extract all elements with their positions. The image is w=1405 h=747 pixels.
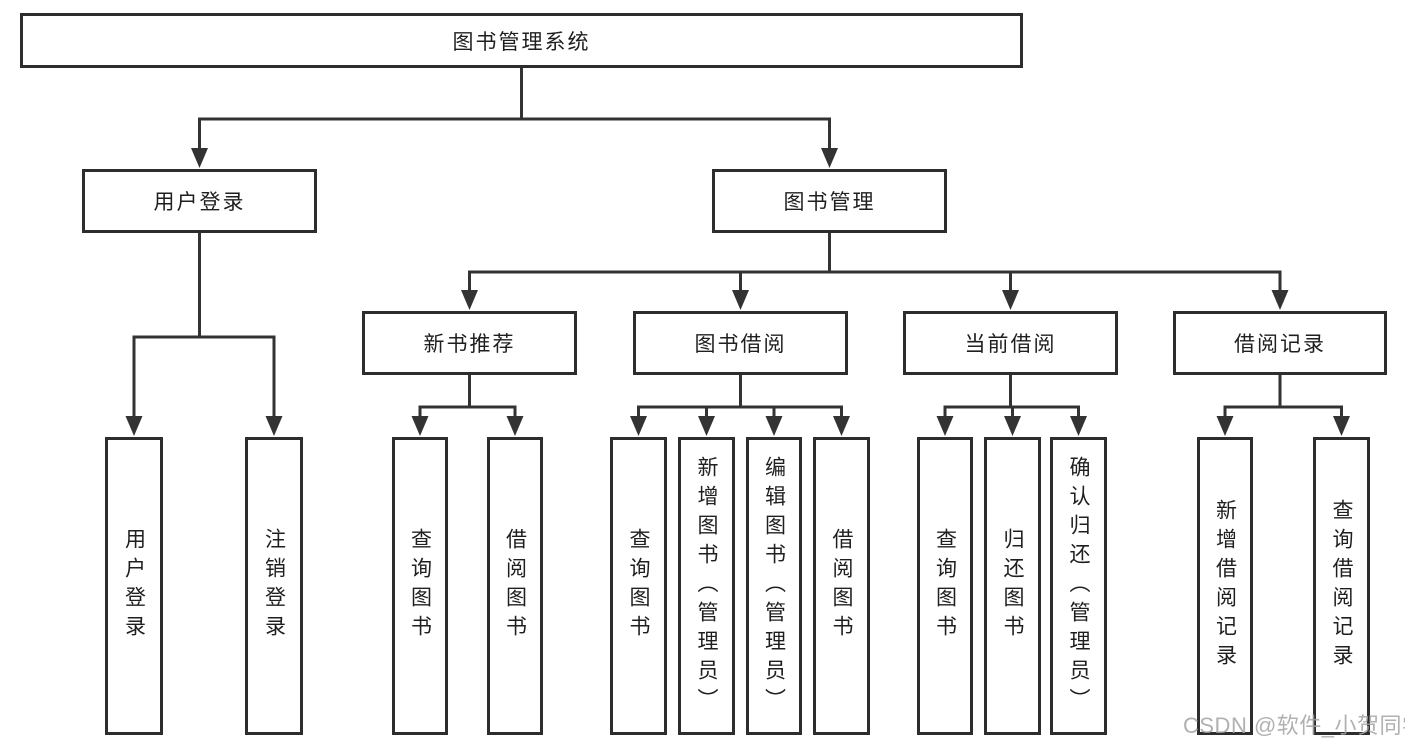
node-label: 新书推荐 [423,333,516,356]
connector-line [637,371,843,421]
leaf-add-books-admin: 新增图书（管理员） [678,437,735,735]
node-user-login: 用户登录 [82,169,317,233]
node-label: 借阅记录 [1234,333,1326,356]
arrowhead-icon [506,416,524,436]
node-label: 当前借阅 [964,333,1057,356]
leaf-logout-login: 注销登录 [245,437,303,735]
node-label: 注销登录 [262,528,286,644]
node-label: 借阅图书 [830,528,853,644]
leaf-query-books-recommend: 查询图书 [392,437,448,735]
arrowhead-icon [265,416,283,436]
connector-current-borrowing [936,371,1087,436]
node-label: 确认归还（管理员） [1067,455,1090,717]
node-label: 新增借阅记录 [1213,499,1237,673]
arrowhead-icon [411,416,429,436]
node-label: 归还图书 [1001,528,1024,644]
node-label: 查询图书 [408,528,432,644]
leaf-user-login: 用户登录 [105,437,163,735]
arrowhead-icon [1333,416,1350,436]
connector-user-login-to-leaves [125,229,283,436]
watermark: CSDN @软件_小贺同学 [1183,713,1405,738]
leaf-edit-books-admin: 编辑图书（管理员） [746,437,802,735]
connector-line [132,229,276,421]
arrowhead-icon [1216,416,1234,436]
leaf-add-borrow-record: 新增借阅记录 [1197,437,1253,735]
arrowhead-icon [1070,416,1087,436]
connector-line [198,64,831,153]
node-label: 编辑图书（管理员） [762,455,786,717]
leaf-borrow-books-recommend: 借阅图书 [487,437,543,735]
node-label: 图书借阅 [694,333,787,356]
arrowhead-icon [698,416,715,436]
leaf-confirm-return-admin: 确认归还（管理员） [1050,437,1107,735]
node-label: 查询图书 [627,528,650,644]
node-label: 新增图书（管理员） [695,455,718,717]
connector-book-borrowing [630,371,850,436]
arrowhead-icon [1004,416,1021,436]
leaf-query-books-current: 查询图书 [917,437,973,735]
leaf-borrow-books-borrowing: 借阅图书 [813,437,870,735]
arrowhead-icon [765,416,783,436]
connector-borrowing-records [1216,371,1350,436]
connector-line [1223,371,1343,421]
node-book-management: 图书管理 [712,169,947,233]
arrowhead-icon [461,290,478,310]
node-new-book-recommendation: 新书推荐 [362,311,577,375]
node-label: 查询借阅记录 [1330,499,1353,673]
node-label: 图书管理 [783,191,876,214]
arrowhead-icon [821,148,838,168]
arrowhead-icon [1002,290,1019,310]
node-label: 借阅图书 [503,528,527,644]
arrowhead-icon [191,148,208,168]
node-current-borrowing: 当前借阅 [903,311,1118,375]
leaf-query-borrow-record: 查询借阅记录 [1313,437,1370,735]
connector-new-book-recommendation [411,371,524,436]
node-label: 图书管理系统 [452,30,591,54]
node-borrowing-records: 借阅记录 [1173,311,1387,375]
node-label: 查询图书 [933,528,957,644]
connector-line [943,371,1080,421]
arrowhead-icon [630,416,647,436]
node-label: 用户登录 [122,528,146,644]
arrowhead-icon [936,416,954,436]
node-book-borrowing: 图书借阅 [633,311,848,375]
node-label: 用户登录 [153,191,246,214]
arrowhead-icon [125,416,143,436]
connector-line [418,371,517,421]
node-library-management-system: 图书管理系统 [20,13,1023,68]
arrowhead-icon [732,290,749,310]
leaf-query-books-borrowing: 查询图书 [610,437,667,735]
connector-root-to-branches [191,64,838,168]
connector-book-management-to-groups [461,229,1289,310]
connector-line [468,229,1282,295]
leaf-return-books: 归还图书 [984,437,1041,735]
arrowhead-icon [833,416,850,436]
arrowhead-icon [1271,290,1289,310]
